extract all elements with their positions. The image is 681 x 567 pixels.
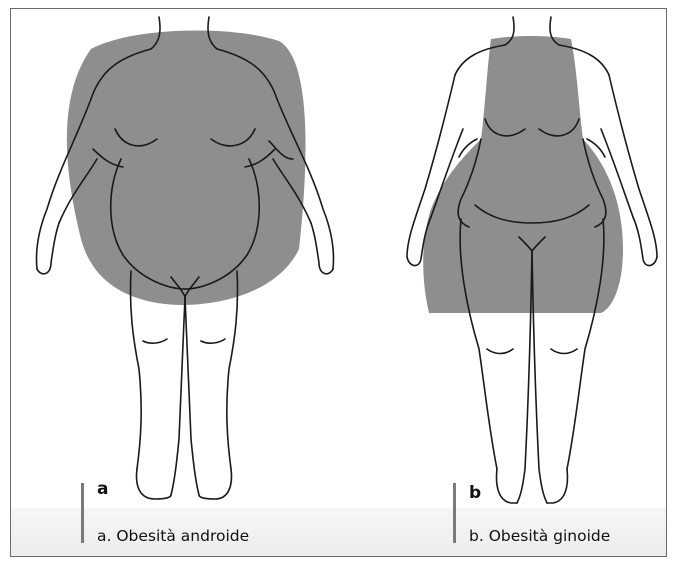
panel-letter-b: b bbox=[469, 483, 481, 503]
android-fat-shading bbox=[67, 31, 306, 305]
caption-bar-a bbox=[81, 483, 84, 543]
figure-frame: a a. Obesità androide b b. Obesità ginoi… bbox=[10, 8, 667, 557]
caption-bar-b bbox=[453, 483, 456, 543]
body-shape-illustration bbox=[11, 9, 667, 557]
panel-letter-a: a bbox=[97, 479, 108, 499]
caption-a: a. Obesità androide bbox=[97, 527, 249, 545]
caption-b: b. Obesità ginoide bbox=[469, 527, 610, 545]
